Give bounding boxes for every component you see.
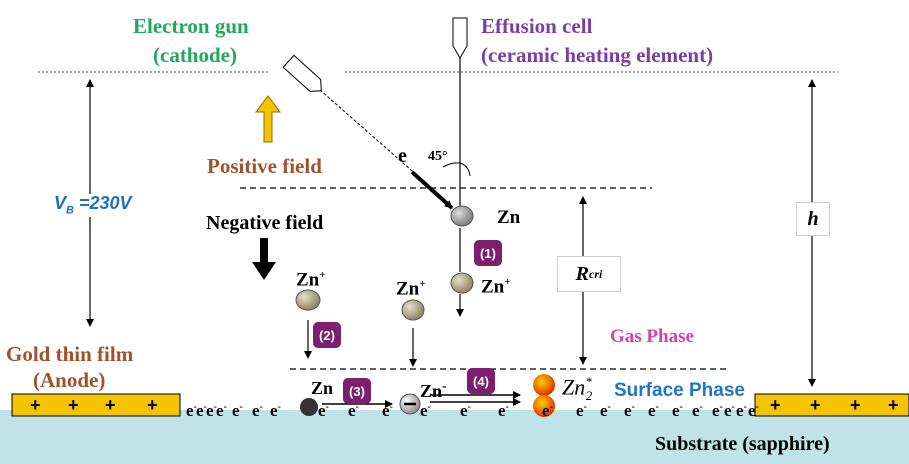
vb-label: VB =230V xyxy=(52,193,134,217)
zn-ion-1 xyxy=(450,272,474,294)
angle-label: 45° xyxy=(428,149,448,164)
zn-label: Zn xyxy=(497,207,521,228)
plus-sign: + xyxy=(888,395,899,415)
electron-glyph: e- xyxy=(648,401,659,420)
cathode-label: (cathode) xyxy=(153,43,237,67)
zn-surface-atom xyxy=(300,398,318,416)
electron-glyph: e- xyxy=(318,401,329,420)
electron-glyph: e- xyxy=(420,401,431,420)
plus-sign: + xyxy=(770,395,781,415)
zn2-atom-bottom xyxy=(533,395,555,417)
positive-field-label: Positive field xyxy=(207,154,322,178)
electron-glyph: e- xyxy=(232,401,243,420)
step-4-badge: (4) xyxy=(467,368,495,394)
electron-glyph: e- xyxy=(542,401,553,420)
electron-glyph: e- xyxy=(576,401,587,420)
h-label: h xyxy=(796,202,830,236)
zn-ion-label-1: Zn+ xyxy=(481,276,511,298)
zn-neg-label: Zn- xyxy=(420,379,447,401)
gold-film-label: Gold thin film xyxy=(6,342,134,366)
zn-ion-3 xyxy=(401,299,425,321)
electron-glyph: e- xyxy=(724,401,735,420)
negative-field-label: Negative field xyxy=(206,212,324,234)
negative-field-arrow-icon xyxy=(252,238,276,280)
ceramic-label: (ceramic heating element) xyxy=(481,43,714,67)
plus-sign: + xyxy=(147,395,158,415)
plus-sign: + xyxy=(810,395,821,415)
surface-phase-label: Surface Phase xyxy=(614,380,745,401)
step-1-badge: (1) xyxy=(474,240,502,266)
electron-gun-icon xyxy=(282,54,322,92)
positive-field-arrow-icon xyxy=(255,95,281,143)
electron-glyph: e- xyxy=(216,401,227,420)
substrate xyxy=(0,410,909,464)
electron-glyph: e- xyxy=(270,401,281,420)
electron-glyph: e- xyxy=(498,401,509,420)
gold-film-left xyxy=(11,393,181,417)
electron-glyph: e- xyxy=(196,401,207,420)
electron-glyph: e- xyxy=(748,401,759,420)
step-2-badge: (2) xyxy=(313,322,341,348)
plus-sign: + xyxy=(105,395,116,415)
zn-ion-label-3: Zn+ xyxy=(396,278,426,300)
electron-glyph: e- xyxy=(712,401,723,420)
zn-ion-label-2: Zn+ xyxy=(296,269,326,291)
electron-label: e xyxy=(398,145,407,167)
electron-arrow xyxy=(410,170,454,210)
electron-glyph: e- xyxy=(206,401,217,420)
anode-label: (Anode) xyxy=(33,368,106,392)
electron-gun-label: Electron gun xyxy=(133,14,249,38)
gold-film-right xyxy=(754,393,909,417)
step-3-badge: (3) xyxy=(343,378,371,404)
electron-glyph: e- xyxy=(186,401,197,420)
zn-surface-label: Zn xyxy=(311,378,334,398)
zn2-label: Zn*2 xyxy=(562,374,593,403)
electron-glyph: e- xyxy=(600,401,611,420)
electron-glyph: e- xyxy=(736,401,747,420)
effusion-cell-icon xyxy=(452,17,468,59)
electron-glyph: e- xyxy=(692,401,703,420)
electron-glyph: e- xyxy=(348,401,359,420)
plus-sign: + xyxy=(30,395,41,415)
effusion-cell-label: Effusion cell xyxy=(481,14,593,38)
gas-phase-label: Gas Phase xyxy=(610,326,694,347)
electron-glyph: e- xyxy=(672,401,683,420)
electron-glyph: e- xyxy=(624,401,635,420)
zn2-atom-top xyxy=(533,374,555,396)
electron-glyph: e- xyxy=(252,401,263,420)
zn-ion-2 xyxy=(295,289,321,311)
plus-sign: + xyxy=(850,395,861,415)
electron-glyph: e- xyxy=(382,401,393,420)
substrate-label: Substrate (sapphire) xyxy=(655,433,830,455)
zn-atom xyxy=(450,205,474,227)
plus-sign: + xyxy=(68,395,79,415)
electron-glyph: e- xyxy=(460,401,471,420)
